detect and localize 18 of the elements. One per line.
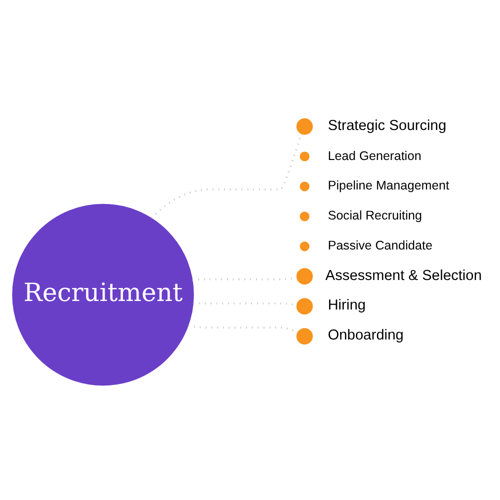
node-label: Passive Candidate (328, 238, 432, 252)
node-circle (296, 298, 313, 314)
node-label: Onboarding (328, 327, 404, 344)
node-circle (296, 118, 313, 134)
node-circle (300, 151, 310, 161)
node-circle (300, 241, 310, 251)
node-label: Lead Generation (328, 148, 422, 162)
node-label: Social Recruiting (328, 208, 422, 222)
node-circle (296, 268, 313, 284)
node-circle (300, 181, 310, 191)
node-label: Assessment & Selection (325, 267, 482, 284)
connector (192, 276, 297, 280)
node-circle (300, 211, 310, 221)
node-label: Pipeline Management (328, 178, 450, 192)
node-label: Strategic Sourcing (328, 117, 446, 134)
node-label: Hiring (328, 297, 366, 314)
node-circle (296, 328, 313, 344)
node-circle: Recruitment (12, 203, 194, 386)
